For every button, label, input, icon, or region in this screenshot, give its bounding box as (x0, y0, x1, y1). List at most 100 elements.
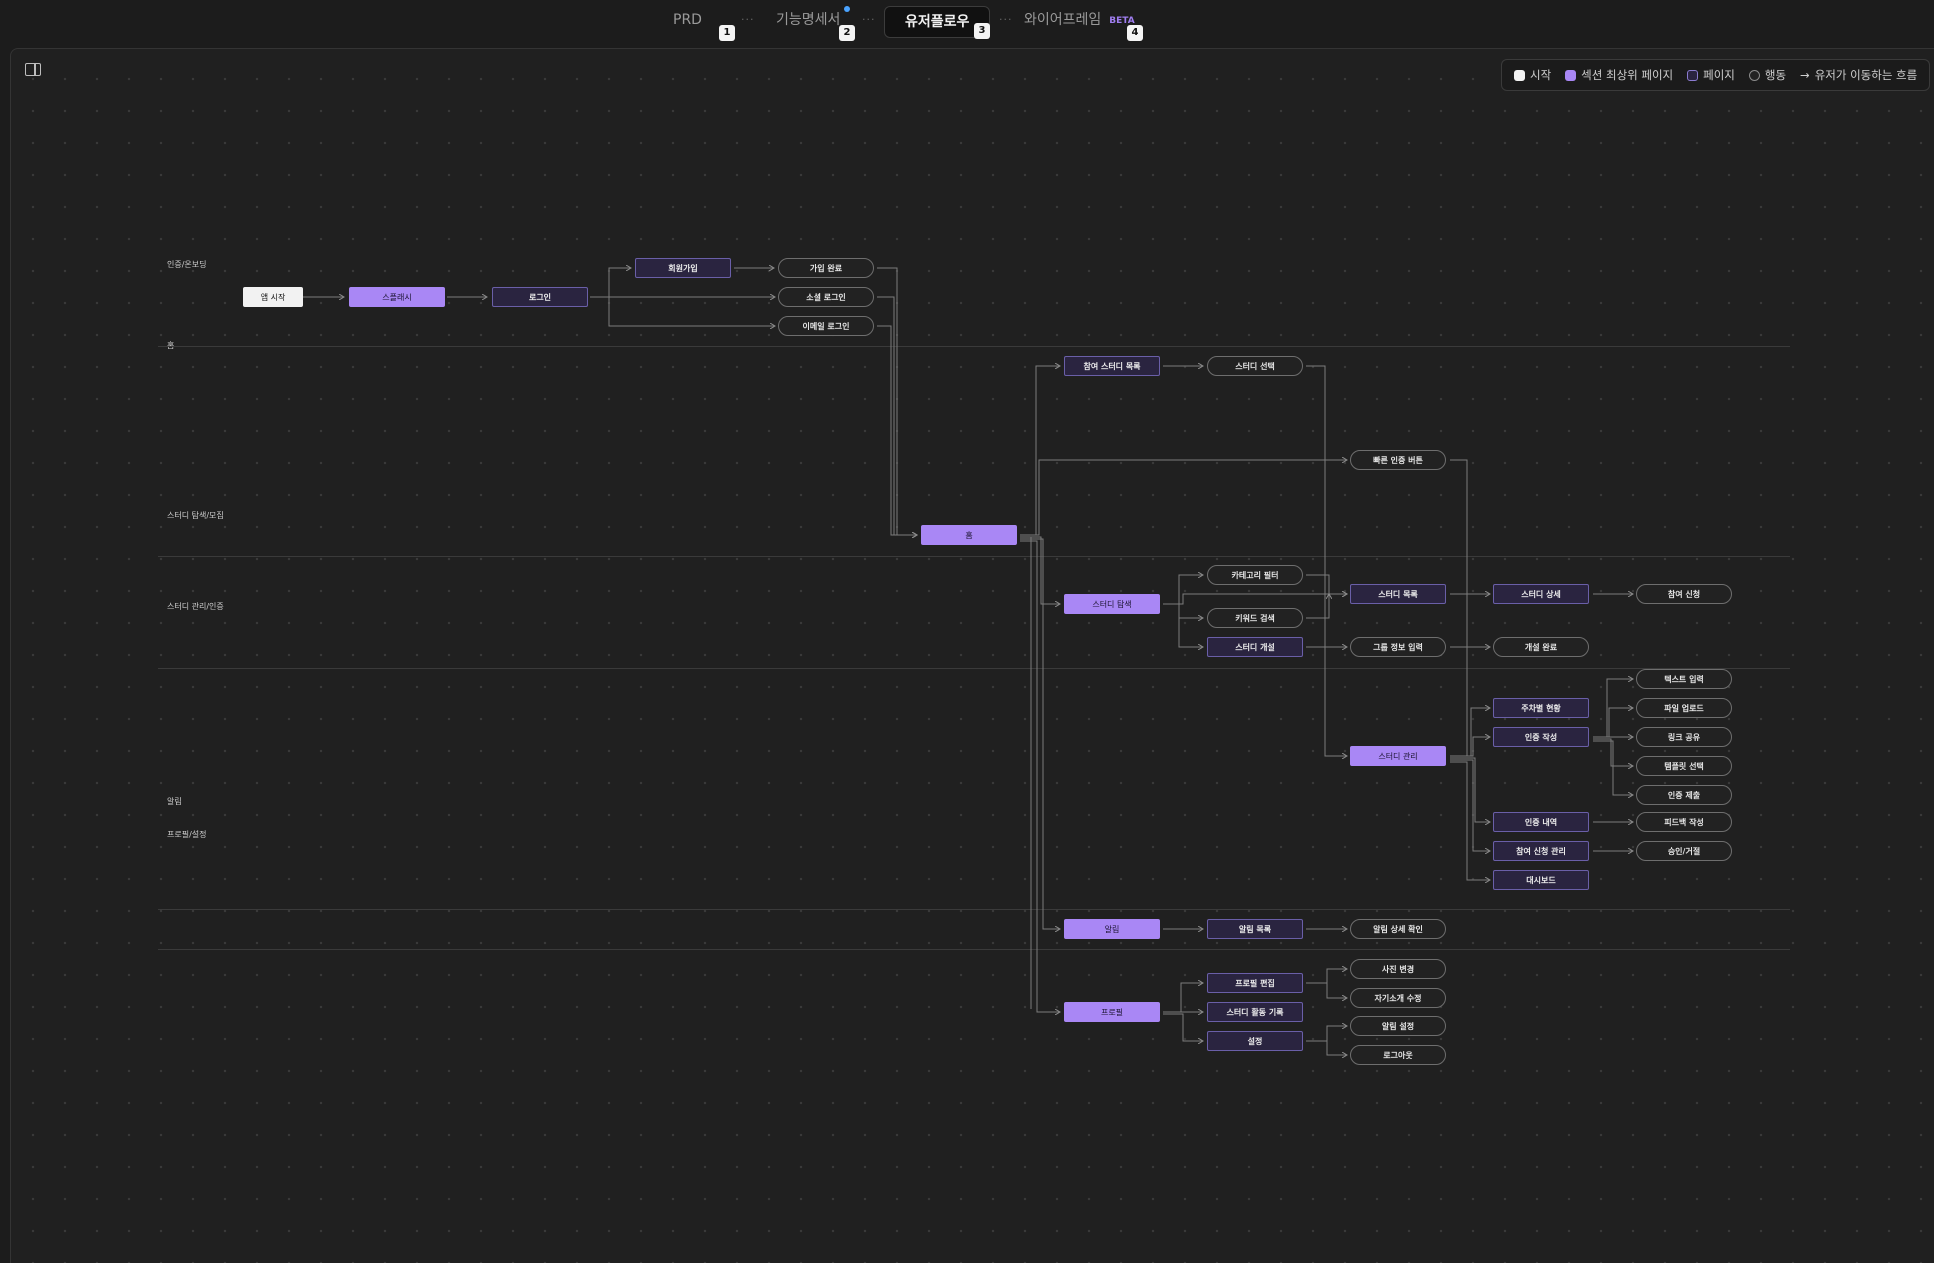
node-social-login[interactable]: 소셜 로그인 (778, 287, 874, 307)
legend-start: 시작 (1514, 67, 1551, 83)
tab-number-badge: 1 (719, 25, 735, 41)
node-join-request[interactable]: 참여 신청 (1636, 584, 1732, 604)
tab-bar: PRD 1 ··· 기능명세서 2 ··· 유저플로우 3 ··· 와이어프레임… (0, 0, 1934, 46)
lane-label-manage: 스터디 관리/인증 (167, 602, 224, 611)
edge (877, 267, 917, 535)
edge (1306, 1040, 1347, 1055)
tab-separator: ··· (999, 13, 1013, 26)
edge (1306, 594, 1329, 619)
edge (1593, 738, 1633, 766)
edge (590, 268, 631, 298)
edge (1020, 540, 1060, 1012)
tab-user-flow-label: 유저플로우 (905, 14, 970, 30)
node-notification[interactable]: 알림 (1064, 919, 1160, 939)
edge (1450, 757, 1490, 822)
tab-separator: ··· (741, 13, 755, 26)
legend: 시작 섹션 최상위 페이지 페이지 행동 →유저가 이동하는 흐름 (1501, 59, 1931, 91)
node-study-list[interactable]: 스터디 목록 (1350, 584, 1446, 604)
node-photo-change[interactable]: 사진 변경 (1350, 959, 1446, 979)
node-home[interactable]: 홈 (921, 525, 1017, 545)
node-noti-list[interactable]: 알림 목록 (1207, 919, 1303, 939)
edge (877, 325, 917, 535)
tab-feature-spec[interactable]: 기능명세서 (776, 0, 840, 40)
lane-divider (158, 556, 1790, 557)
edge (1450, 759, 1490, 851)
tab-feature-spec-label: 기능명세서 (776, 12, 841, 28)
edge (1020, 460, 1347, 536)
tab-prd-label: PRD (673, 12, 702, 28)
node-template-select[interactable]: 템플릿 선택 (1636, 756, 1732, 776)
node-text-input[interactable]: 텍스트 입력 (1636, 669, 1732, 689)
node-signup[interactable]: 회원가입 (635, 258, 731, 278)
tab-number-badge: 2 (839, 25, 855, 41)
node-study-manage[interactable]: 스터디 관리 (1350, 746, 1446, 766)
lane-label-auth: 인증/온보딩 (167, 260, 207, 269)
node-login[interactable]: 로그인 (492, 287, 588, 307)
node-feedback-write[interactable]: 피드백 작성 (1636, 812, 1732, 832)
edge (1163, 594, 1347, 605)
unread-dot-icon (844, 6, 850, 12)
node-approve-reject[interactable]: 승인/거절 (1636, 841, 1732, 861)
node-logout[interactable]: 로그아웃 (1350, 1045, 1446, 1065)
lane-divider (158, 668, 1790, 669)
legend-action-label: 행동 (1764, 68, 1787, 82)
lane-label-explore: 스터디 탐색/모집 (167, 511, 224, 520)
node-profile-edit[interactable]: 프로필 편집 (1207, 973, 1303, 993)
tab-prd[interactable]: PRD (673, 0, 702, 40)
edge (1450, 737, 1490, 757)
node-signup-done[interactable]: 가입 완료 (778, 258, 874, 278)
node-create-done[interactable]: 개설 완료 (1493, 637, 1589, 657)
node-study-select[interactable]: 스터디 선택 (1207, 356, 1303, 376)
node-category-filter[interactable]: 카테고리 필터 (1207, 565, 1303, 585)
node-email-login[interactable]: 이메일 로그인 (778, 316, 874, 336)
edge (1593, 740, 1633, 795)
lane-divider (158, 909, 1790, 910)
node-keyword-search[interactable]: 키워드 검색 (1207, 608, 1303, 628)
legend-page-label: 페이지 (1703, 68, 1735, 82)
node-study-detail[interactable]: 스터디 상세 (1493, 584, 1589, 604)
start-swatch-icon (1514, 69, 1525, 81)
node-noti-detail[interactable]: 알림 상세 확인 (1350, 919, 1446, 939)
node-weekly-status[interactable]: 주차별 현황 (1493, 698, 1589, 718)
node-study-explore[interactable]: 스터디 탐색 (1064, 594, 1160, 614)
sidebar-toggle-icon[interactable] (25, 63, 41, 76)
flow-edges (303, 49, 1934, 1263)
node-bio-edit[interactable]: 자기소개 수정 (1350, 988, 1446, 1008)
node-link-share[interactable]: 링크 공유 (1636, 727, 1732, 747)
node-profile[interactable]: 프로필 (1064, 1002, 1160, 1022)
legend-start-label: 시작 (1530, 68, 1552, 82)
node-settings[interactable]: 설정 (1207, 1031, 1303, 1051)
edge (1450, 708, 1490, 757)
tab-number-badge: 3 (974, 23, 990, 39)
legend-page: 페이지 (1687, 67, 1735, 83)
edge (1306, 574, 1347, 594)
node-joined-studies[interactable]: 참여 스터디 목록 (1064, 356, 1160, 376)
edge (1163, 983, 1203, 1013)
node-group-info[interactable]: 그룹 정보 입력 (1350, 637, 1446, 657)
edge (1020, 536, 1060, 604)
node-join-manage[interactable]: 참여 신청 관리 (1493, 841, 1589, 861)
node-splash[interactable]: 스플래시 (349, 287, 445, 307)
edge (1306, 982, 1347, 998)
tab-user-flow[interactable]: 유저플로우 (884, 6, 991, 38)
node-file-upload[interactable]: 파일 업로드 (1636, 698, 1732, 718)
node-cert-write[interactable]: 인증 작성 (1493, 727, 1589, 747)
legend-flow: →유저가 이동하는 흐름 (1800, 67, 1917, 83)
node-dashboard[interactable]: 대시보드 (1493, 870, 1589, 890)
node-quick-cert[interactable]: 빠른 인증 버튼 (1350, 450, 1446, 470)
node-app-start[interactable]: 앱 시작 (243, 287, 303, 307)
lane-label-home: 홈 (167, 340, 174, 351)
flow-canvas[interactable]: 시작 섹션 최상위 페이지 페이지 행동 →유저가 이동하는 흐름 인증/온보딩… (10, 48, 1934, 1263)
node-cert-history[interactable]: 인증 내역 (1493, 812, 1589, 832)
node-noti-settings[interactable]: 알림 설정 (1350, 1016, 1446, 1036)
page-swatch-icon (1687, 69, 1699, 81)
edge (1163, 1013, 1203, 1041)
node-cert-submit[interactable]: 인증 제출 (1636, 785, 1732, 805)
node-activity-log[interactable]: 스터디 활동 기록 (1207, 1002, 1303, 1022)
lane-divider (158, 949, 1790, 950)
edge (590, 296, 775, 326)
beta-badge: BETA (1109, 16, 1135, 26)
action-swatch-icon (1748, 69, 1760, 81)
node-study-create[interactable]: 스터디 개설 (1207, 637, 1303, 657)
